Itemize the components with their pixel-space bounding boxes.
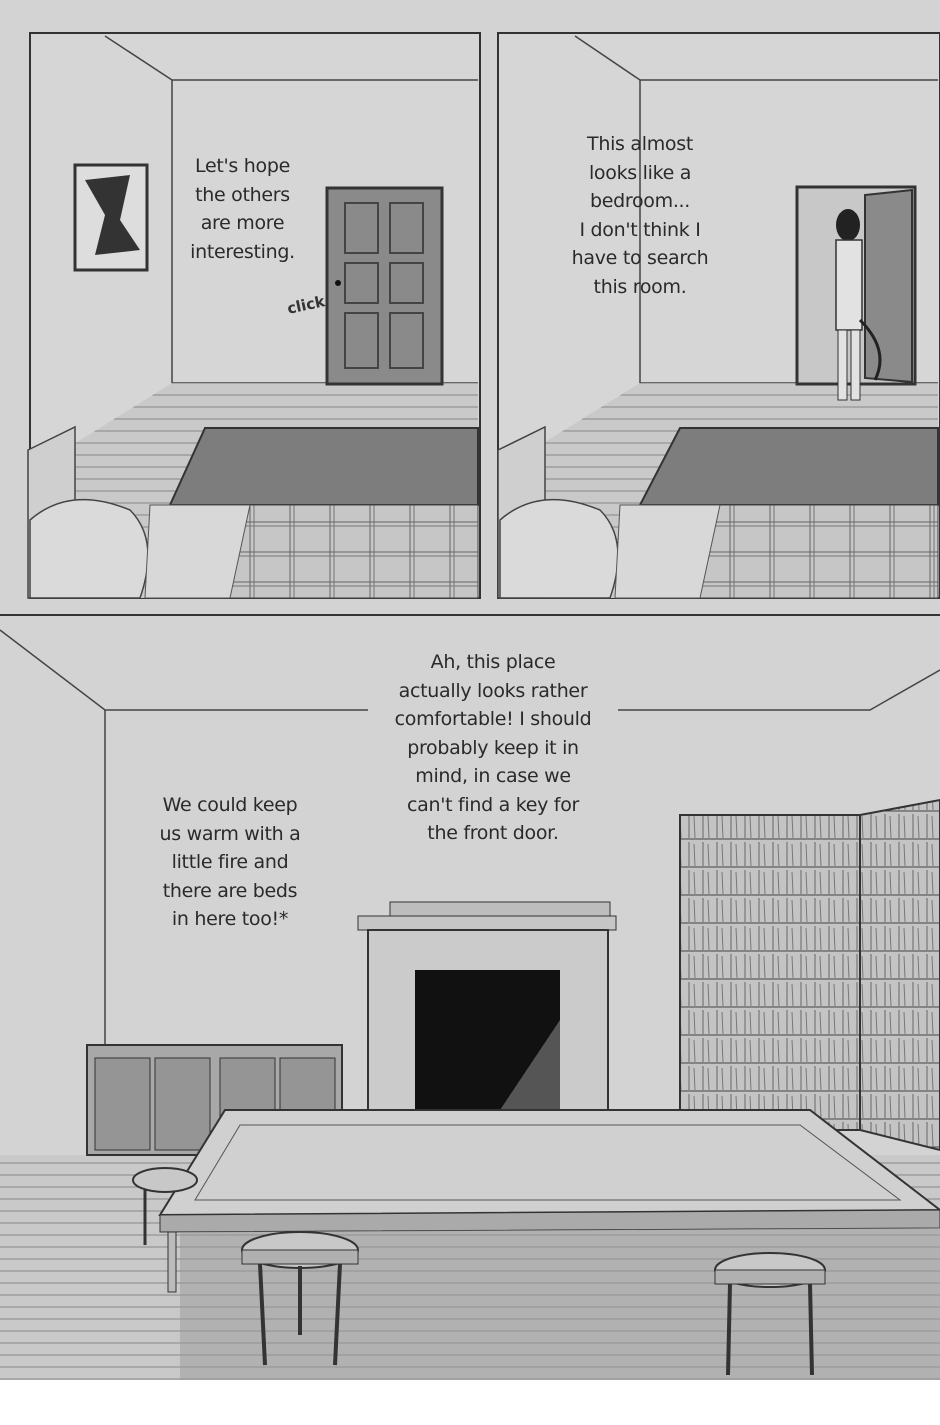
stool xyxy=(714,1252,826,1376)
stool xyxy=(241,1231,359,1366)
speech-panel-3-right: Ah, this place actually looks rather com… xyxy=(368,648,618,848)
comic-artwork xyxy=(0,32,940,1380)
panel-3-art xyxy=(0,614,940,1380)
comic-page: Let's hope the others are more interesti… xyxy=(0,0,940,1380)
pillow xyxy=(29,498,149,599)
fireplace xyxy=(357,901,617,1111)
speech-panel-1: Let's hope the others are more interesti… xyxy=(190,155,295,263)
table xyxy=(158,1109,940,1380)
stool xyxy=(132,1167,198,1245)
panel-1-art xyxy=(27,32,481,599)
speech-panel-2: This almost looks like a bedroom... I do… xyxy=(571,133,709,298)
character xyxy=(835,209,882,401)
panel-2-art xyxy=(497,32,940,599)
speech-panel-3-left: We could keep us warm with a little fire… xyxy=(159,794,301,930)
bookshelf xyxy=(679,814,861,1131)
cabinet xyxy=(86,1044,343,1156)
